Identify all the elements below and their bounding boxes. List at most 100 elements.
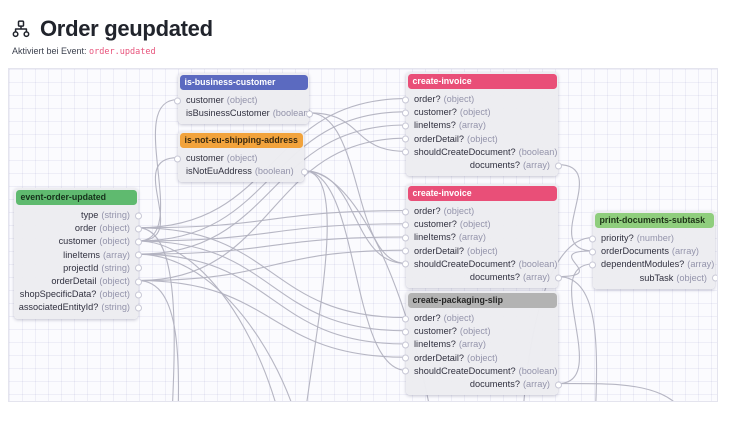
field-type: (object) bbox=[443, 206, 475, 216]
output-port-isNotEuAddress[interactable] bbox=[301, 168, 308, 176]
node-header-create-packaging-slip[interactable]: create-packaging-slip bbox=[407, 292, 557, 308]
node-header-print-documents-subtask[interactable]: print-documents-subtask bbox=[594, 212, 714, 228]
output-port-subTask[interactable] bbox=[712, 274, 717, 282]
output-port-order[interactable] bbox=[135, 225, 142, 233]
field-name: customer? bbox=[414, 107, 457, 118]
node-create-packaging-slip[interactable]: create-packaging-slip order?(object)custo… bbox=[402, 291, 562, 396]
input-port-customer[interactable] bbox=[402, 221, 409, 229]
field-order: order?(object) bbox=[402, 312, 558, 325]
edge bbox=[557, 164, 594, 252]
field-type: (array) bbox=[458, 120, 486, 131]
field-type: (array) bbox=[102, 249, 130, 260]
field-isNotEuAddress: isNotEuAddress(boolean) bbox=[178, 165, 308, 178]
field-type: (object) bbox=[99, 223, 130, 234]
field-type: (array) bbox=[458, 339, 486, 350]
field-name: subTask bbox=[639, 272, 674, 283]
field-lineItems: lineItems?(array) bbox=[402, 338, 558, 351]
edge bbox=[308, 112, 407, 264]
output-port-documents[interactable] bbox=[555, 162, 562, 170]
input-port-customer[interactable] bbox=[174, 97, 181, 105]
output-port-type[interactable] bbox=[135, 212, 142, 220]
event-subtitle: Aktiviert bei Event: order.updated bbox=[8, 46, 722, 59]
input-port-customer[interactable] bbox=[402, 328, 409, 336]
event-name[interactable]: order.updated bbox=[89, 47, 156, 57]
node-header-event-order-updated[interactable]: event-order-updated bbox=[15, 189, 137, 205]
field-name: isNotEuAddress bbox=[186, 166, 252, 177]
field-type: (object) bbox=[467, 245, 498, 256]
input-port-orderDetail[interactable] bbox=[402, 247, 409, 255]
output-port-associatedEntityId[interactable] bbox=[135, 304, 142, 312]
node-header-is-not-eu-shipping-address[interactable]: is-not-eu-shipping-address bbox=[179, 132, 303, 148]
field-name: lineItems? bbox=[414, 339, 456, 350]
input-port-customer[interactable] bbox=[402, 109, 409, 117]
output-port-isBusinessCustomer[interactable] bbox=[306, 110, 313, 118]
field-name: shouldCreateDocument? bbox=[414, 258, 516, 269]
input-port-customer[interactable] bbox=[174, 155, 181, 163]
field-order: order?(object) bbox=[402, 205, 558, 218]
field-type: (array) bbox=[522, 378, 550, 389]
field-type: (array) bbox=[522, 271, 550, 282]
field-isBusinessCustomer: isBusinessCustomer(boolean) bbox=[178, 107, 313, 120]
field-dependentModules: dependentModules?(array) bbox=[589, 258, 715, 271]
field-type: (array) bbox=[671, 246, 699, 257]
edge bbox=[137, 240, 276, 401]
input-port-priority[interactable] bbox=[589, 235, 596, 243]
field-name: customer bbox=[186, 95, 224, 105]
output-port-lineItems[interactable] bbox=[135, 251, 142, 259]
input-port-order[interactable] bbox=[402, 315, 409, 323]
page: Order geupdated Aktiviert bei Event: ord… bbox=[8, 16, 722, 402]
output-port-shopSpecificData[interactable] bbox=[135, 291, 142, 299]
field-lineItems: lineItems?(array) bbox=[402, 231, 558, 244]
input-port-dependentModules[interactable] bbox=[589, 261, 596, 269]
input-port-lineItems[interactable] bbox=[402, 234, 409, 242]
edge bbox=[714, 276, 717, 278]
field-projectId: projectId(string) bbox=[14, 262, 142, 275]
field-priority: priority?(number) bbox=[589, 232, 715, 245]
field-orderDetail: orderDetail(object) bbox=[14, 275, 142, 288]
edge bbox=[303, 170, 328, 401]
edge bbox=[137, 240, 407, 332]
input-port-lineItems[interactable] bbox=[402, 122, 409, 130]
input-port-orderDetail[interactable] bbox=[402, 135, 409, 143]
node-header-create-invoice-1[interactable]: create-invoice bbox=[407, 73, 557, 89]
edge bbox=[137, 223, 407, 242]
field-associatedEntityId: associatedEntityId?(string) bbox=[14, 301, 142, 314]
input-port-order[interactable] bbox=[402, 96, 409, 104]
node-header-create-invoice-2[interactable]: create-invoice bbox=[407, 185, 557, 201]
field-name: isBusinessCustomer bbox=[186, 108, 270, 119]
field-name: customer bbox=[186, 153, 224, 163]
field-type: (string) bbox=[101, 262, 130, 273]
output-port-documents[interactable] bbox=[555, 274, 562, 282]
field-name: shouldCreateDocument? bbox=[414, 146, 516, 157]
node-header-is-business-customer[interactable]: is-business-customer bbox=[179, 74, 308, 90]
field-type: (object) bbox=[226, 153, 258, 163]
field-shopSpecificData: shopSpecificData?(object) bbox=[14, 288, 142, 301]
field-name: type bbox=[81, 210, 99, 220]
field-customer: customer?(object) bbox=[402, 325, 558, 338]
field-orderDetail: orderDetail?(object) bbox=[402, 133, 558, 146]
input-port-orderDocuments[interactable] bbox=[589, 248, 596, 256]
node-print-documents-subtask[interactable]: print-documents-subtask priority?(number)… bbox=[589, 211, 717, 289]
field-lineItems: lineItems(array) bbox=[14, 249, 142, 262]
field-customer: customer(object) bbox=[174, 152, 304, 165]
input-port-order[interactable] bbox=[402, 208, 409, 216]
node-is-business-customer[interactable]: is-business-customer customer(object) isBu… bbox=[174, 73, 313, 125]
field-type: (boolean) bbox=[518, 365, 558, 376]
input-port-lineItems[interactable] bbox=[402, 341, 409, 349]
input-port-shouldCreateDocument[interactable] bbox=[402, 260, 409, 268]
field-type: (object) bbox=[676, 272, 707, 283]
output-port-customer[interactable] bbox=[135, 238, 142, 246]
field-type: (object) bbox=[226, 95, 258, 105]
output-port-projectId[interactable] bbox=[135, 264, 142, 272]
output-port-orderDetail[interactable] bbox=[135, 278, 142, 286]
node-is-not-eu-shipping-address[interactable]: is-not-eu-shipping-address customer(objec… bbox=[174, 131, 308, 183]
input-port-orderDetail[interactable] bbox=[402, 354, 409, 362]
output-port-documents[interactable] bbox=[555, 381, 562, 389]
input-port-shouldCreateDocument[interactable] bbox=[402, 148, 409, 156]
input-port-shouldCreateDocument[interactable] bbox=[402, 367, 409, 375]
field-name: customer bbox=[58, 236, 97, 247]
